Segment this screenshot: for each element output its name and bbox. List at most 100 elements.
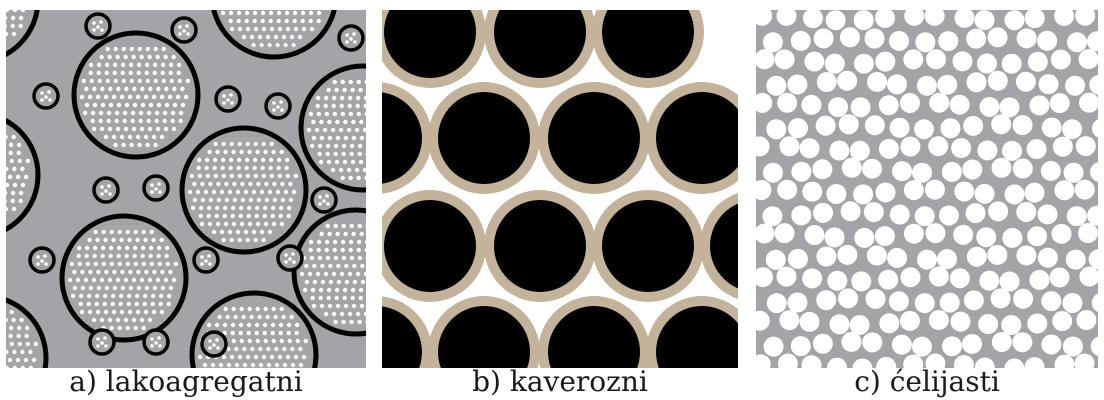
micro-pore — [28, 349, 33, 355]
micro-pore — [335, 303, 341, 309]
micro-pore — [272, 101, 276, 105]
air-cell — [929, 92, 950, 113]
micro-pore — [211, 189, 217, 195]
micro-pore — [127, 94, 133, 100]
micro-pore — [212, 343, 216, 347]
micro-pore — [285, 173, 291, 179]
micro-pore — [279, 100, 283, 104]
micro-pore — [247, 338, 253, 344]
micro-pore — [267, 189, 273, 195]
air-cell — [1027, 51, 1048, 72]
micro-pore — [202, 362, 208, 368]
micro-pore — [229, 26, 235, 32]
micro-pore — [6, 199, 7, 203]
micro-pore — [351, 135, 357, 141]
micro-pore — [216, 181, 221, 187]
micro-pore — [82, 110, 88, 116]
micro-pore — [238, 330, 243, 336]
micro-pore — [154, 341, 158, 345]
air-cell — [765, 249, 786, 270]
micro-pore — [87, 309, 93, 315]
micro-pore — [100, 28, 104, 32]
air-cell — [916, 249, 937, 270]
micro-pore — [145, 142, 150, 148]
micro-pore — [101, 261, 107, 267]
micro-pore — [253, 26, 259, 32]
micro-pore — [76, 245, 82, 251]
micro-pore — [270, 213, 275, 219]
micro-pore — [126, 293, 132, 299]
micro-pore — [70, 293, 76, 299]
micro-pore — [147, 126, 153, 132]
micro-pore — [168, 70, 173, 76]
micro-pore — [356, 247, 361, 253]
micro-pore — [325, 194, 329, 198]
micro-pore — [309, 143, 315, 149]
air-cell — [974, 183, 995, 204]
air-cell — [987, 70, 1008, 91]
micro-pore — [220, 165, 225, 171]
micro-pore — [152, 269, 157, 275]
air-cell — [966, 72, 987, 93]
micro-pore — [254, 330, 259, 336]
micro-pore — [254, 205, 260, 211]
micro-pore — [200, 197, 206, 203]
micro-pore — [318, 287, 324, 293]
micro-pore — [8, 150, 13, 156]
micro-pore — [289, 34, 295, 40]
micro-pore — [160, 285, 166, 291]
micro-pore — [106, 118, 111, 124]
micro-pore — [12, 365, 18, 368]
micro-pore — [342, 159, 348, 165]
micro-pore — [112, 70, 117, 76]
micro-pore — [145, 46, 150, 52]
micro-pore — [237, 354, 243, 360]
micro-pore — [278, 213, 283, 219]
air-cell — [812, 159, 833, 180]
micro-pore — [149, 229, 154, 235]
micro-pore — [317, 151, 322, 157]
air-cell — [787, 118, 808, 139]
micro-pore — [143, 237, 148, 243]
micro-pore — [100, 86, 105, 92]
micro-pore — [119, 309, 125, 315]
micro-pore — [98, 110, 104, 116]
lightweight-aggregate-illustration — [6, 10, 366, 368]
air-cell — [1016, 245, 1037, 266]
micro-pore — [116, 102, 122, 108]
micro-pore — [279, 149, 284, 155]
air-cell — [1015, 71, 1036, 92]
coarse-aggregate — [494, 200, 586, 292]
micro-pore — [80, 269, 85, 275]
micro-pore — [273, 34, 279, 40]
micro-pore — [147, 317, 153, 323]
micro-pore — [164, 245, 170, 251]
micro-pore — [218, 362, 224, 368]
micro-pore — [16, 142, 22, 148]
air-cell — [928, 266, 949, 287]
micro-pore — [125, 261, 131, 267]
micro-pore — [200, 255, 204, 259]
micro-pore — [340, 111, 346, 117]
micro-pore — [236, 157, 242, 163]
air-cell — [938, 31, 959, 52]
micro-pore — [92, 86, 97, 92]
micro-pore — [204, 165, 209, 171]
air-cell — [991, 331, 1012, 352]
air-cell — [887, 247, 908, 268]
micro-pore — [312, 263, 317, 269]
air-cell — [776, 266, 797, 287]
micro-pore — [278, 330, 283, 336]
micro-pore — [318, 295, 323, 301]
micro-pore — [103, 134, 109, 140]
micro-pore — [325, 143, 331, 149]
micro-pore — [196, 165, 201, 171]
micro-pore — [349, 223, 354, 229]
air-cell — [954, 10, 975, 28]
air-cell — [1079, 266, 1098, 287]
micro-pore — [6, 182, 10, 188]
air-cell — [913, 119, 934, 140]
air-cell — [837, 244, 858, 265]
micro-pore — [323, 103, 328, 109]
aggregate-grain — [179, 125, 309, 255]
